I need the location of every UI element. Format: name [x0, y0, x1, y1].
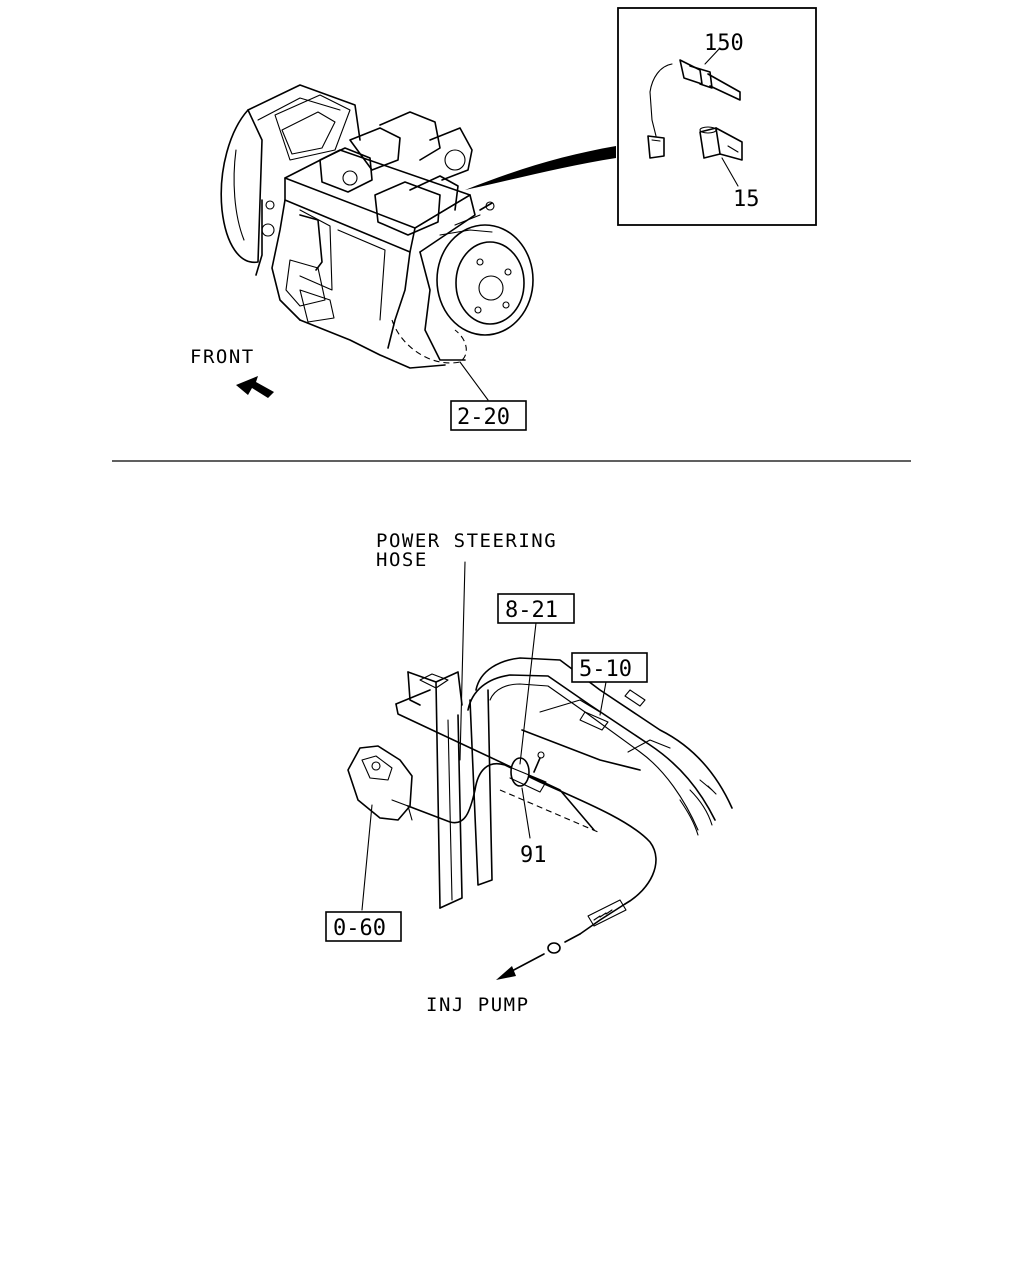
ref-box-2-20[interactable] — [450, 400, 527, 431]
ref-box-5-10-label: 5-10 — [579, 657, 632, 682]
inj-pump-label: INJ PUMP — [426, 994, 530, 1016]
cable-clip-91 — [509, 751, 547, 793]
clamp-part — [699, 126, 743, 187]
ref-box-2-20-label: 2-20 — [457, 405, 510, 430]
front-label: FRONT — [190, 346, 255, 368]
inset-leader-wedge — [465, 146, 616, 190]
callout-15: 15 — [733, 187, 760, 212]
ref-box-8-21-label: 8-21 — [505, 598, 558, 623]
transmission-drawing — [220, 84, 534, 369]
ref-box-5-10[interactable] — [571, 652, 648, 683]
ref-box-0-60-label: 0-60 — [333, 916, 386, 941]
power-steering-hose-label-line2: HOSE — [376, 549, 428, 571]
inj-pump-arrow-shaft — [509, 953, 545, 973]
accelerator-pedal-bracket — [347, 745, 413, 821]
ref-box-8-21[interactable] — [497, 593, 575, 624]
speed-sensor-part — [647, 47, 741, 159]
accelerator-cable — [407, 763, 657, 905]
power-steering-leader — [459, 561, 466, 761]
inj-pump-arrow-icon — [496, 966, 516, 980]
frame-drawing — [395, 657, 733, 909]
power-steering-hose-label-line1: POWER STEERING — [376, 530, 557, 552]
detail-inset-box — [617, 7, 817, 226]
callout-150: 150 — [704, 31, 744, 56]
callout-91: 91 — [520, 843, 547, 868]
front-arrow-icon — [236, 376, 274, 398]
cable-end-fitting — [547, 899, 627, 954]
ref-box-0-60[interactable] — [325, 911, 402, 942]
